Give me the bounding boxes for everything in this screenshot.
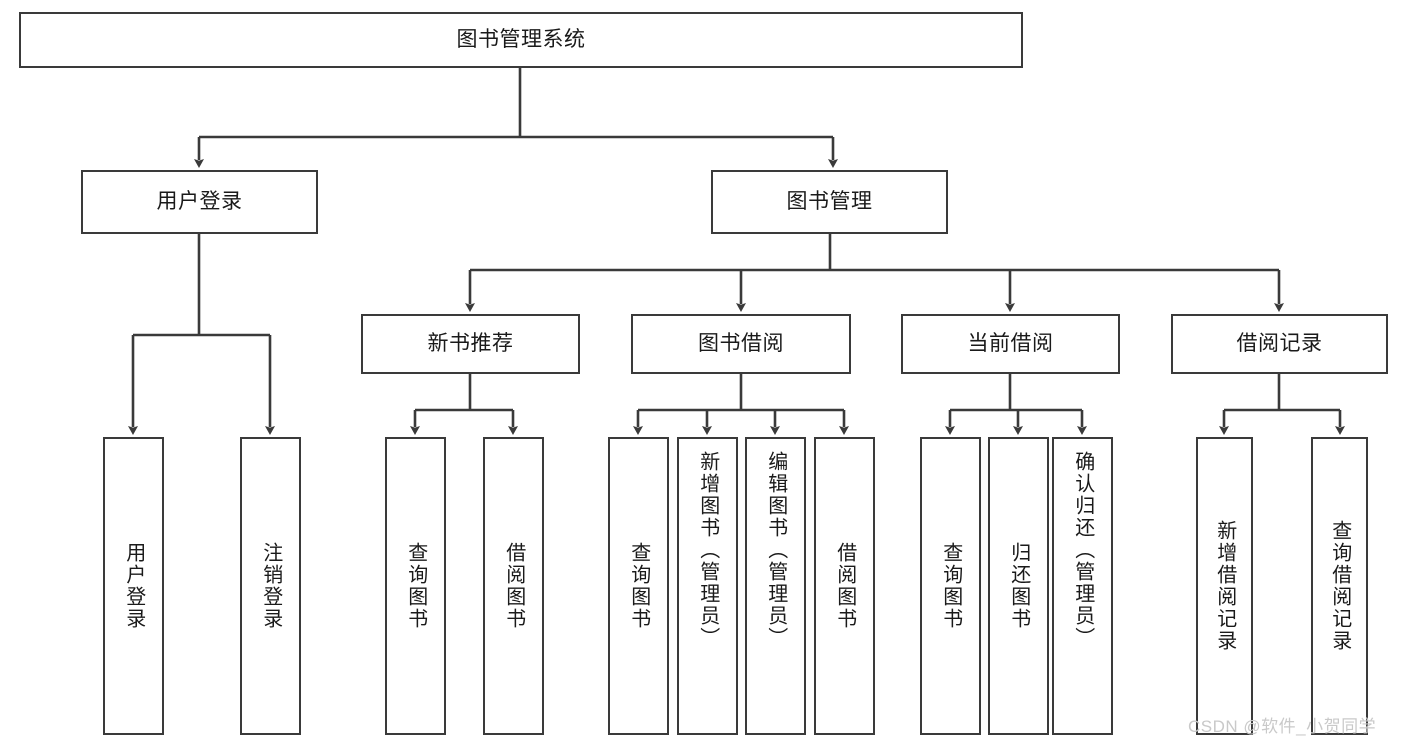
leaf-recommend-borrow-book[interactable]: 借阅图书 bbox=[483, 437, 544, 735]
watermark-text: CSDN @软件_小贺同学 bbox=[1188, 717, 1377, 736]
leaf-record-query-record[interactable]: 查询借阅记录 bbox=[1311, 437, 1368, 735]
node-borrow-record-label: 借阅记录 bbox=[1236, 331, 1323, 355]
leaf-user-login-login[interactable]: 用户登录 bbox=[103, 437, 164, 735]
node-new-book-recommend[interactable]: 新书推荐 bbox=[361, 314, 580, 374]
leaf-borrow-add-book[interactable]: 新增图书（管理员） bbox=[677, 437, 738, 735]
leaf-current-confirm-return[interactable]: 确认归还（管理员） bbox=[1052, 437, 1113, 735]
leaf-borrow-borrow-book-label: 借阅图书 bbox=[833, 542, 856, 630]
node-user-login[interactable]: 用户登录 bbox=[81, 170, 318, 234]
leaf-borrow-edit-book[interactable]: 编辑图书（管理员） bbox=[745, 437, 806, 735]
node-borrow-record[interactable]: 借阅记录 bbox=[1171, 314, 1388, 374]
leaf-record-query-record-label: 查询借阅记录 bbox=[1328, 520, 1351, 652]
node-book-borrow-label: 图书借阅 bbox=[698, 331, 784, 355]
node-root-label: 图书管理系统 bbox=[456, 27, 586, 51]
node-current-borrow[interactable]: 当前借阅 bbox=[901, 314, 1120, 374]
leaf-borrow-add-book-label: 新增图书（管理员） bbox=[696, 451, 719, 649]
leaf-record-add-record-label: 新增借阅记录 bbox=[1213, 520, 1236, 652]
leaf-recommend-query-book-label: 查询图书 bbox=[404, 542, 427, 630]
leaf-borrow-query-book-label: 查询图书 bbox=[627, 542, 650, 630]
leaf-current-return-book[interactable]: 归还图书 bbox=[988, 437, 1049, 735]
node-book-borrow[interactable]: 图书借阅 bbox=[631, 314, 851, 374]
node-user-login-label: 用户登录 bbox=[156, 189, 243, 213]
leaf-user-login-logout-label: 注销登录 bbox=[259, 542, 282, 630]
leaf-borrow-borrow-book[interactable]: 借阅图书 bbox=[814, 437, 875, 735]
leaf-current-query-book[interactable]: 查询图书 bbox=[920, 437, 981, 735]
leaf-borrow-query-book[interactable]: 查询图书 bbox=[608, 437, 669, 735]
leaf-current-return-book-label: 归还图书 bbox=[1007, 542, 1030, 630]
leaf-current-query-book-label: 查询图书 bbox=[939, 542, 962, 630]
leaf-recommend-borrow-book-label: 借阅图书 bbox=[502, 542, 525, 630]
leaf-current-confirm-return-label: 确认归还（管理员） bbox=[1071, 451, 1094, 649]
node-book-management[interactable]: 图书管理 bbox=[711, 170, 948, 234]
node-current-borrow-label: 当前借阅 bbox=[967, 331, 1054, 355]
node-root[interactable]: 图书管理系统 bbox=[19, 12, 1023, 68]
leaf-user-login-login-label: 用户登录 bbox=[122, 542, 145, 630]
node-book-management-label: 图书管理 bbox=[786, 189, 873, 213]
leaf-record-add-record[interactable]: 新增借阅记录 bbox=[1196, 437, 1253, 735]
leaf-borrow-edit-book-label: 编辑图书（管理员） bbox=[764, 451, 787, 649]
leaf-user-login-logout[interactable]: 注销登录 bbox=[240, 437, 301, 735]
node-new-book-recommend-label: 新书推荐 bbox=[427, 331, 514, 355]
leaf-recommend-query-book[interactable]: 查询图书 bbox=[385, 437, 446, 735]
